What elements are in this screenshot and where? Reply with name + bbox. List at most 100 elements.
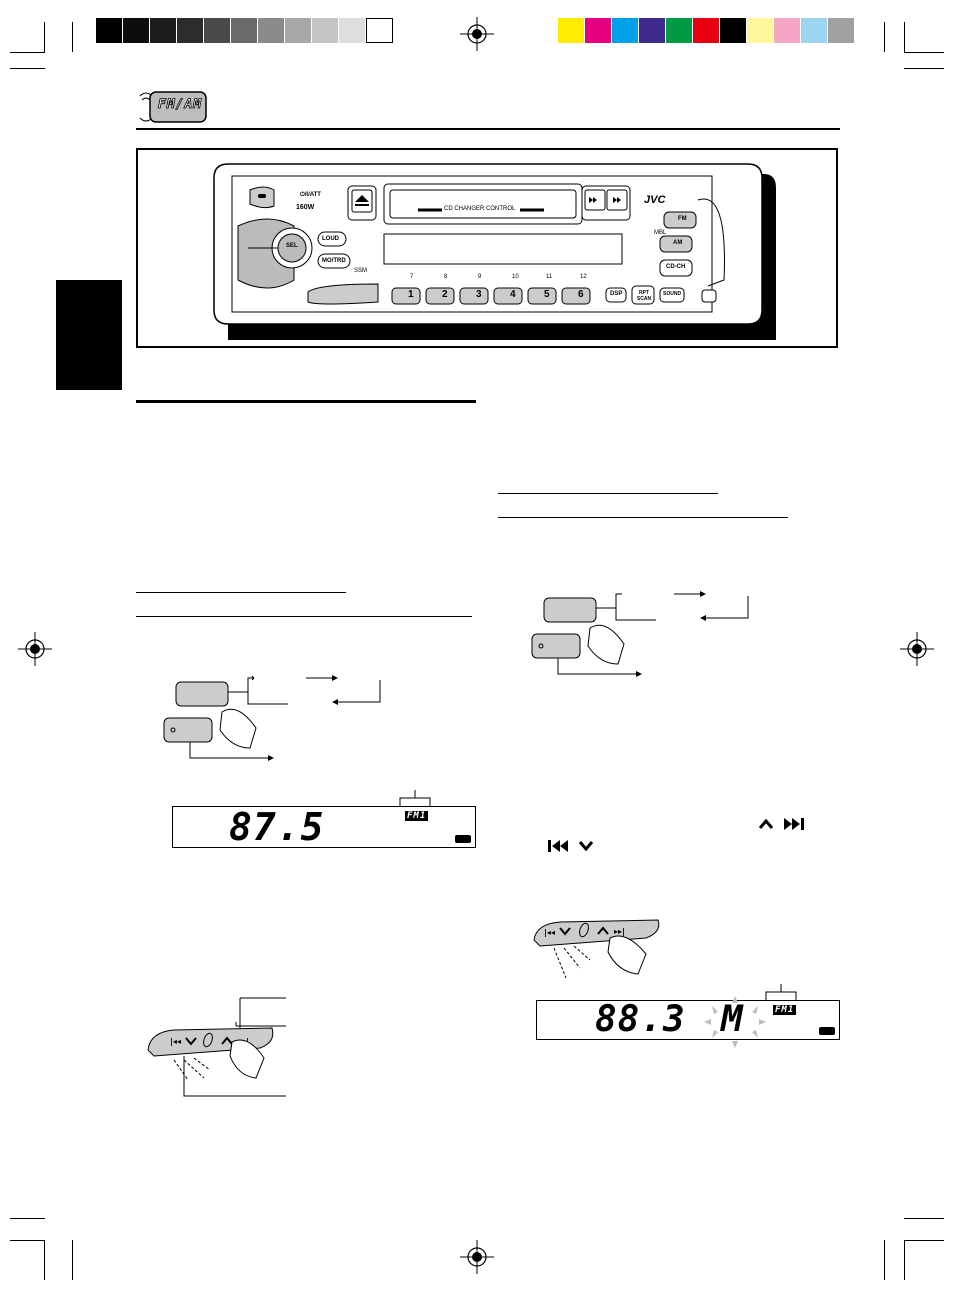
color-swatch	[774, 18, 801, 43]
gray-swatch	[150, 18, 177, 43]
gray-swatch	[177, 18, 204, 43]
preset-button-shape[interactable]	[459, 287, 489, 305]
gray-swatch	[231, 18, 258, 43]
fm-am-section-badge: FM/AM	[138, 88, 208, 124]
crop-mark	[10, 68, 45, 69]
color-swatch	[666, 18, 693, 43]
preset-button-2[interactable]: 2	[442, 289, 448, 300]
lcd-display-left: 87.5 FM1	[172, 805, 476, 849]
svg-text:▸▸|: ▸▸|	[614, 927, 625, 936]
loud-button[interactable]: LOUD	[322, 236, 339, 242]
frequency-readout: 88.3	[595, 999, 686, 1040]
wattage-label: 160W	[296, 204, 315, 211]
preset-button-shape[interactable]	[527, 287, 557, 305]
preset-button-shape[interactable]	[425, 287, 455, 305]
rpt-scan-button[interactable]: RPT SCAN	[636, 290, 652, 302]
cd-changer-label: CD CHANGER CONTROL	[444, 206, 516, 212]
crop-mark	[72, 22, 73, 52]
band-button-illustration	[163, 675, 381, 761]
badge-label: FM/AM	[158, 97, 203, 113]
lcd-display-right: 88.3 M FM1	[536, 999, 840, 1040]
gray-swatch	[366, 18, 393, 43]
band-indicator: FM1	[773, 1005, 797, 1015]
tuning-rocker-illustration: |◂◂ ▸▸|	[147, 997, 286, 1097]
crop-mark	[10, 1218, 45, 1219]
power-label: ⏻/I/ATT	[300, 192, 321, 198]
preset-button-6[interactable]: 6	[578, 289, 584, 300]
am-button[interactable]: AM	[673, 240, 683, 246]
crop-mark	[10, 1240, 45, 1241]
gray-swatch	[123, 18, 150, 43]
stereo-indicator	[455, 835, 471, 843]
band-indicator: FM1	[405, 811, 429, 821]
color-swatch	[801, 18, 828, 43]
registration-target-icon	[18, 632, 52, 666]
language-tab	[56, 280, 122, 390]
preset-button-shape[interactable]	[391, 287, 421, 305]
crop-mark	[904, 22, 905, 52]
sound-button[interactable]: SOUND	[663, 291, 682, 297]
band-callout	[399, 790, 431, 806]
crop-mark	[904, 1240, 905, 1280]
subheading-underline	[136, 592, 346, 593]
preset-button-shape[interactable]	[561, 287, 591, 305]
preset-upper-number: 8	[444, 274, 448, 280]
color-swatch	[747, 18, 774, 43]
ssm-label: SSM	[354, 268, 368, 274]
flash-rays-icon	[704, 996, 766, 1048]
gray-swatch	[96, 18, 123, 43]
preset-upper-number: 9	[478, 274, 482, 280]
preset-button-3[interactable]: 3	[476, 289, 482, 300]
sel-button[interactable]: SEL	[286, 243, 298, 249]
preset-button-5[interactable]: 5	[544, 289, 550, 300]
crop-mark	[72, 1240, 73, 1280]
preset-upper-number: 11	[546, 274, 553, 280]
preset-button-shape[interactable]	[493, 287, 523, 305]
fm-button[interactable]: FM	[678, 216, 687, 222]
gray-swatch	[204, 18, 231, 43]
radio-wave-icon	[139, 91, 207, 123]
color-swatch	[585, 18, 612, 43]
gray-swatch	[258, 18, 285, 43]
gray-swatch	[285, 18, 312, 43]
brand-logo: JVC	[644, 194, 666, 206]
crop-mark	[904, 1218, 944, 1219]
preset-upper-number: 12	[580, 274, 587, 280]
gray-swatch	[339, 18, 366, 43]
crop-mark	[884, 1240, 885, 1280]
crop-mark	[904, 68, 944, 69]
faceplate-shape	[213, 163, 776, 340]
crop-mark	[904, 1240, 944, 1241]
svg-text:|◂◂: |◂◂	[170, 1037, 181, 1046]
preset-button-1[interactable]: 1	[408, 289, 414, 300]
up-skip-forward-icon	[758, 818, 804, 830]
color-swatch	[693, 18, 720, 43]
color-swatch	[720, 18, 747, 43]
svg-text:|◂◂: |◂◂	[544, 928, 555, 937]
dsp-button[interactable]: DSP	[610, 291, 623, 297]
registration-target-icon	[460, 1240, 494, 1274]
cd-ch-button[interactable]: CD-CH	[666, 264, 686, 270]
band-button-illustration	[531, 591, 749, 677]
color-swatch	[639, 18, 666, 43]
header-rule	[136, 128, 840, 130]
preset-upper-number: 10	[512, 274, 519, 280]
mbl-label: MBL	[654, 230, 667, 236]
faceplate-illustration: ⏻/I/ATT 160W CD CHANGER CONTROL JVC LOUD…	[136, 148, 838, 348]
stereo-indicator	[819, 1027, 835, 1035]
frequency-readout: 87.5	[229, 805, 325, 849]
section-rule	[136, 400, 476, 403]
registration-target-icon	[460, 17, 494, 51]
subheading-underline	[136, 616, 472, 617]
crop-mark	[44, 22, 45, 52]
mo-trd-button[interactable]: MO/TRD	[322, 258, 346, 264]
color-swatch	[558, 18, 585, 43]
gray-swatch	[312, 18, 339, 43]
preset-upper-number: 7	[410, 274, 414, 280]
color-swatch	[828, 18, 855, 43]
tuning-rocker-illustration: |◂◂ ▸▸|	[533, 919, 660, 979]
crop-mark	[10, 52, 45, 53]
skip-back-down-icon	[548, 840, 594, 852]
preset-button-4[interactable]: 4	[510, 289, 516, 300]
registration-target-icon	[900, 632, 934, 666]
